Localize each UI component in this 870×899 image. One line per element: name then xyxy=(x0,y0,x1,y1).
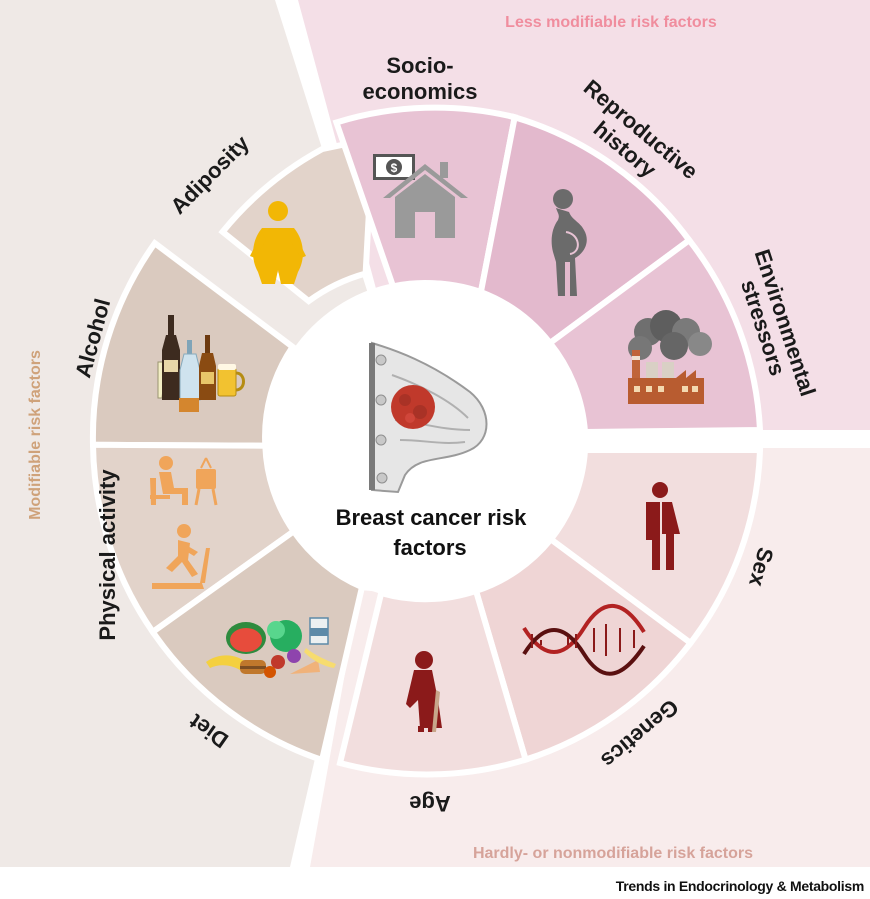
obese-person-icon xyxy=(250,201,306,284)
treadmill-runner-icon xyxy=(152,524,210,589)
alcohol-bottles-icon xyxy=(157,315,245,412)
elderly-woman-icon xyxy=(406,651,442,732)
center-title-line2: factors xyxy=(393,535,466,560)
center-title-line1: Breast cancer risk xyxy=(336,505,528,530)
journal-credit: Trends in Endocrinology & Metabolism xyxy=(615,878,865,894)
food-pile-icon xyxy=(206,617,336,678)
pregnant-woman-icon xyxy=(551,189,587,296)
sitting-tv-icon xyxy=(150,456,218,506)
label-physical-activity: Physical activity xyxy=(95,469,120,641)
section-label-hardly-modifiable: Hardly- or nonmodifiable risk factors xyxy=(473,845,753,862)
section-label-less-modifiable: Less modifiable risk factors xyxy=(505,14,717,31)
dna-helix-icon xyxy=(522,604,646,676)
money-house-icon: $ xyxy=(373,154,468,238)
segment-alcohol xyxy=(89,238,297,449)
label-socioeconomics-line2: economics xyxy=(363,79,478,104)
breast-tumor-icon xyxy=(369,341,488,494)
label-age: Age xyxy=(409,791,451,816)
label-socioeconomics-line1: Socio- xyxy=(386,53,453,78)
section-label-modifiable: Modifiable risk factors xyxy=(27,350,44,520)
svg-text:$: $ xyxy=(391,161,398,175)
sex-symbol-icon xyxy=(646,482,680,570)
factory-smoke-icon xyxy=(628,310,712,404)
